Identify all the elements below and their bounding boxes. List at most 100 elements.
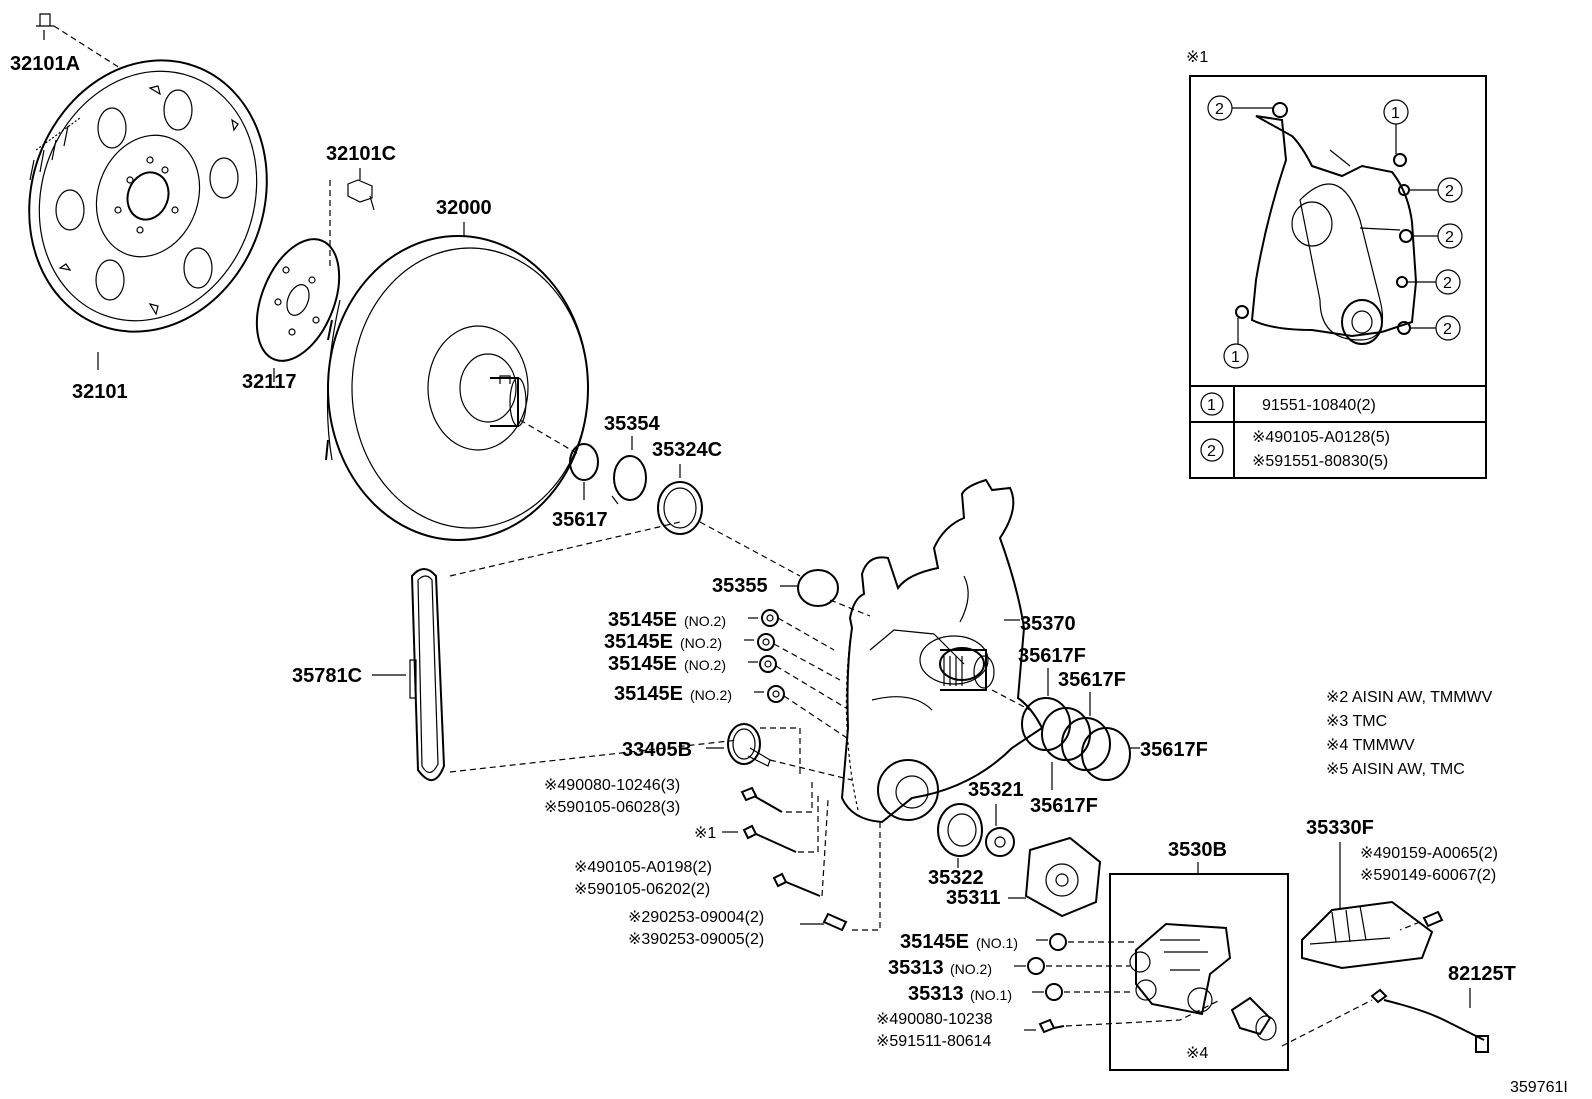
bolt-32101A-icon [36,13,54,40]
label-32101C: 32101C [326,143,396,165]
inset-title: ※1 [1186,49,1208,66]
note-3: ※3 TMC [1326,713,1387,730]
bolt-b5: ※590105-06202(2) [574,881,710,898]
gear-35321 [985,827,1015,857]
label-32117: 32117 [242,371,297,393]
seal-rings-35617F [1021,697,1131,781]
label-35145E-2: 35145E [604,631,673,653]
label-35354: 35354 [604,413,660,435]
label-35324C: 35324C [652,439,722,461]
table-key-2: 2 [1207,443,1216,460]
drive-plate-32101 [28,59,268,333]
bolt-icon-3 [772,872,821,897]
label-35370: 35370 [1020,613,1076,635]
bolt-b6: ※290253-09004(2) [628,909,764,926]
ring-35355 [797,569,839,607]
pump-body-35370 [840,478,1044,824]
label-35145E-1: 35145E [608,609,677,631]
label-35145E-5: 35145E [900,931,969,953]
note-2: ※2 AISIN AW, TMMWV [1326,689,1493,706]
inset-panel: 2 1 2 2 2 2 1 1 91551-10840(2) 2 ※490105… [1189,75,1487,479]
label-35311: 35311 [946,887,1001,909]
label-33405B: 33405B [622,739,692,761]
callout-2b: 2 [1445,183,1454,200]
bolt-32101C-icon [347,179,375,211]
label-35617F-a: 35617F [1018,645,1086,667]
note-4: ※4 TMMWV [1326,737,1415,754]
label-35355: 35355 [712,575,768,597]
bolt-icon-2 [742,824,797,853]
label-35145E-3: 35145E [608,653,677,675]
gear-35322 [937,803,983,857]
bolt-b4: ※490105-A0198(2) [574,859,712,876]
label-35321: 35321 [968,779,1024,801]
label-32101A: 32101A [10,53,80,75]
bolt-b12: ※4 [1186,1045,1208,1062]
callout-2e: 2 [1443,321,1452,338]
label-35617F-b: 35617F [1058,669,1126,691]
pump-cover-35311 [1024,836,1102,918]
label-35145E-4: 35145E [614,683,683,705]
bolt-b7: ※390253-09005(2) [628,931,764,948]
qualifier-no2-5: (NO.2) [950,961,992,977]
label-35330F: 35330F [1306,817,1374,839]
nut-35145E-no1-icon [1049,933,1067,951]
bolt-b2: ※590105-06028(3) [544,799,680,816]
note-5: ※5 AISIN AW, TMC [1326,761,1465,778]
chain-35781C [409,568,446,781]
nuts-35145E-no2: 35145E (NO.2) 35145E (NO.2) 35145E (NO.2… [604,609,851,741]
bolt-b11: ※590149-60067(2) [1360,867,1496,884]
label-35313-a: 35313 [888,957,944,979]
label-82125T: 82125T [1448,963,1516,985]
notes: ※2 AISIN AW, TMMWV ※3 TMC ※4 TMMWV ※5 AI… [1326,689,1493,778]
bolt-b1: ※490080-10246(3) [544,777,680,794]
solenoid [1230,996,1277,1041]
qualifier-no2-1: (NO.2) [684,613,726,629]
label-3530B: 3530B [1168,839,1227,861]
sprocket-33405B [727,723,771,767]
snap-ring-35354 [613,455,647,501]
diagram-id: 359761I [1510,1079,1568,1096]
bolt-icon-1 [740,786,783,813]
callout-2a: 2 [1215,101,1224,118]
label-35322: 35322 [928,867,984,889]
callout-1b: 1 [1231,349,1240,366]
ring-35617 [569,443,599,481]
torque-converter-32000 [325,235,589,541]
qualifier-no1-1: (NO.1) [976,935,1018,951]
qualifier-no2-3: (NO.2) [684,657,726,673]
table-row2-value-b: ※591551-80830(5) [1252,453,1388,470]
bolt-icon-5 [1422,910,1444,928]
callout-1a: 1 [1391,105,1400,122]
sensor-82125T [1370,988,1489,1053]
bolt-b10: ※490159-A0065(2) [1360,845,1498,862]
qualifier-no2-4: (NO.2) [690,687,732,703]
label-35781C: 35781C [292,665,362,687]
bolt-b9: ※591511-80614 [876,1033,992,1050]
callout-2d: 2 [1443,275,1452,292]
label-35617F-d: 35617F [1030,795,1098,817]
qualifier-no1-2: (NO.1) [970,987,1012,1003]
label-35313-b: 35313 [908,983,964,1005]
label-32101: 32101 [72,381,128,403]
label-32000: 32000 [436,197,492,219]
callout-2c: 2 [1445,229,1454,246]
bolt-b8: ※490080-10238 [876,1011,993,1028]
valve-body-box-3530B [1109,873,1289,1071]
qualifier-no2-2: (NO.2) [680,635,722,651]
pin-icon [822,912,848,932]
plate-32117 [255,238,341,362]
valve-body-3530B [1129,922,1232,1016]
strainer-35330F [1301,900,1434,970]
table-key-1: 1 [1207,397,1216,414]
bolt-b3: ※1 [694,825,716,842]
label-35617: 35617 [552,509,608,531]
table-row1-value: 91551-10840(2) [1262,397,1376,414]
table-row2-value-a: ※490105-A0128(5) [1252,429,1390,446]
bolt-icon-4 [1038,1018,1065,1034]
label-35617F-c: 35617F [1140,739,1208,761]
plug-35313-no1-icon [1045,983,1063,1001]
bolt-callouts: ※490080-10246(3) ※590105-06028(3) ※1 ※49… [544,777,881,948]
